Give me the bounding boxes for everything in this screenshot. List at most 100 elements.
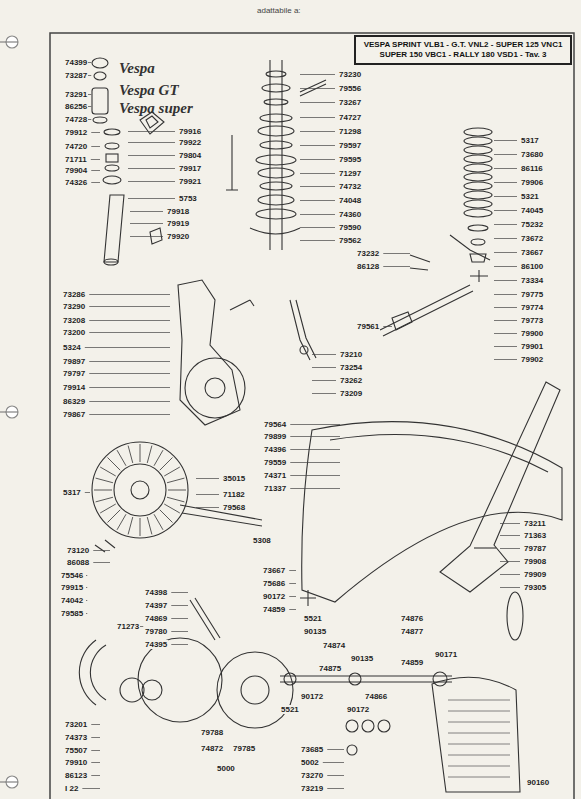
leader-line [327,788,344,789]
leader-line [300,173,335,174]
callout-number: 79912 [64,128,88,137]
callout-number: 74875 [318,664,342,673]
callout-number: 79788 [200,728,224,737]
callout-number: 79900 [520,329,544,338]
leader-line [500,574,520,575]
grill-slat [448,711,510,712]
callout-number: 73290 [62,302,86,311]
callout-number: 79556 [338,84,362,93]
leader-line [494,224,517,225]
leader-line [300,227,335,228]
leader-line [494,320,517,321]
leader-line [130,236,163,237]
callout-number: 79568 [222,503,246,512]
title-text: VESPA SPRINT VLB1 - G.T. VNL2 - SUPER 12… [360,40,566,60]
leader-line [300,102,335,103]
badge-logo: Vespa super [118,100,194,117]
drum-fin [140,444,141,462]
leader-line [89,373,170,374]
callout-number: 73219 [300,784,324,793]
leader-line [500,587,520,588]
drum-fin [168,490,186,491]
callout-number: 90135 [303,627,327,636]
leader-line [327,749,344,750]
leader-line [323,762,344,763]
leader-line [91,737,100,738]
leader-line [290,475,340,476]
callout-number: 79922 [178,138,202,147]
spring-coil [464,155,492,163]
callout-number: 79590 [338,223,362,232]
leader-line [88,62,91,63]
leader-line [300,145,335,146]
leader-line [300,159,335,160]
leader-line [289,609,296,610]
leader-line [300,74,335,75]
leader-line [500,548,520,549]
callout-number: 74872 [200,744,224,753]
callout-number: 74728 [64,115,88,124]
callout-number: 79559 [263,458,287,467]
leader-line [494,154,517,155]
grill-slat [448,700,510,701]
drum-fin [164,504,180,513]
leader-line [128,131,175,132]
drum-fin [96,478,113,483]
callout-number: 73667 [262,566,286,575]
grill-slat [448,755,510,756]
callout-number: 86123 [64,771,88,780]
callout-number: 73685 [300,745,324,754]
drum-fin [117,450,126,466]
callout-number: 73211 [523,519,547,528]
grill-slat [448,733,510,734]
callout-number: 75232 [520,220,544,229]
callout-number: 75507 [64,746,88,755]
leader-line [91,750,100,751]
leader-line [494,280,517,281]
leader-line [91,159,100,160]
leader-line [300,214,335,215]
drum-fin [154,514,163,530]
leader-line [89,320,170,321]
leader-line [290,462,340,463]
leader-line [196,494,219,495]
callout-number: 79564 [263,420,287,429]
callout-number: 74397 [144,601,168,610]
leader-line [494,346,517,347]
leader-line [312,354,336,355]
leader-line [91,132,100,133]
drum-fin [94,490,112,491]
leader-line [86,587,87,588]
callout-number: 73230 [338,70,362,79]
grill-slat [448,744,510,745]
callout-number: 79920 [166,232,190,241]
leader-line [85,492,90,493]
callout-number: 86088 [66,558,90,567]
callout-number: 90172 [300,692,324,701]
spring-coil [464,164,492,172]
callout-number: 79910 [64,758,88,767]
leader-line [500,523,520,524]
grill-slat [448,722,510,723]
callout-number: 86128 [356,262,380,271]
leader-line [494,196,517,197]
callout-number: 79921 [178,177,202,186]
callout-number: 79562 [338,236,362,245]
callout-number: 73672 [520,234,544,243]
callout-number: 73209 [339,389,363,398]
callout-number: 79867 [62,410,86,419]
callout-number: 73667 [520,248,544,257]
callout-number: 71337 [263,484,287,493]
leader-line [91,724,100,725]
leader-line [289,596,296,597]
leader-line [88,75,91,76]
callout-number: 73254 [339,363,363,372]
leader-line [300,186,335,187]
drum-fin [147,446,152,463]
callout-number: 71297 [338,169,362,178]
callout-number: 73267 [338,98,362,107]
leader-line [494,294,517,295]
callout-number: 5308 [252,536,272,545]
callout-number: 73287 [64,71,88,80]
leader-line [290,436,340,437]
